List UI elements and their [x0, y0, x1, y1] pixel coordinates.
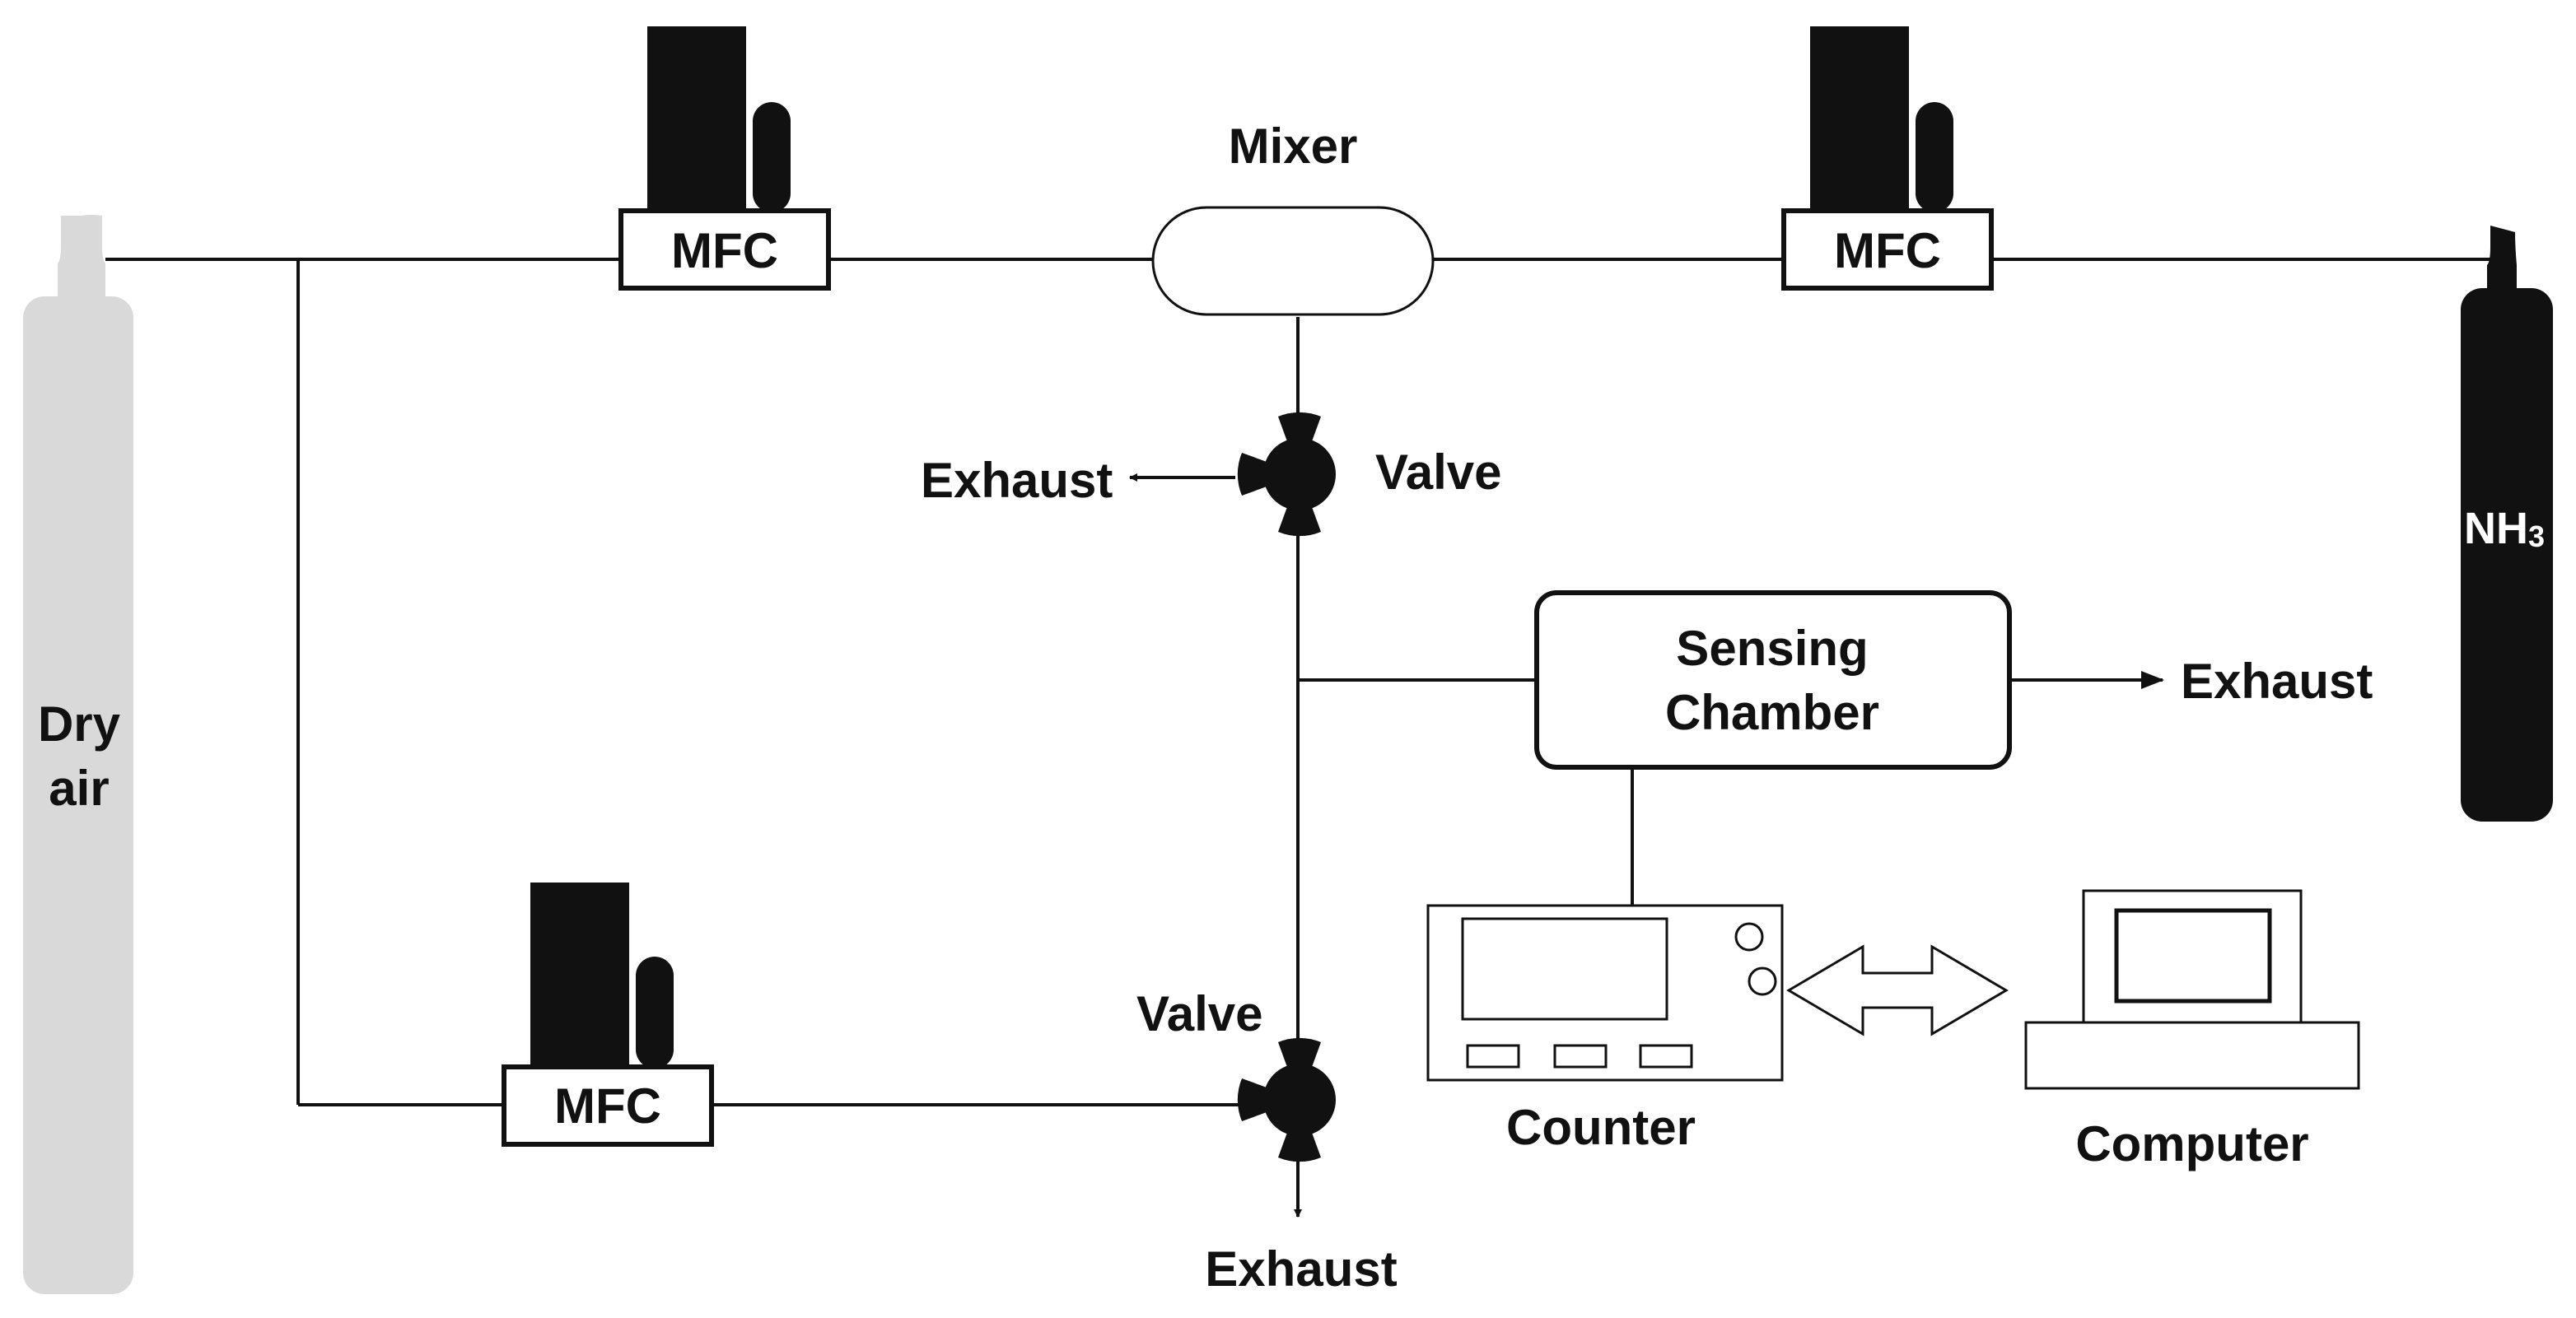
nh3-label-subscript: 3: [2528, 519, 2545, 553]
computer-screen: [2114, 908, 2272, 1004]
nh3-cylinder: NH3: [2461, 226, 2553, 822]
counter-label: Counter: [1506, 1100, 1696, 1155]
nh3-cylinder-body: [2461, 226, 2553, 822]
mfc-top-right-knob: [1916, 102, 1953, 212]
mfc-bottom-body: [530, 883, 629, 1069]
mfc-bottom-label: MFC: [554, 1078, 661, 1134]
mfc-bottom-knob: [636, 957, 674, 1069]
exhaust-label-chamber: Exhaust: [2181, 654, 2373, 709]
mfc-top-right-label: MFC: [1834, 223, 1941, 278]
counter-button-1: [1466, 1044, 1520, 1069]
valve-top-label: Valve: [1375, 445, 1502, 500]
sensing-chamber: Sensing Chamber: [1534, 590, 2012, 770]
nh3-label-main: NH: [2464, 504, 2528, 553]
nh3-label: NH3: [2464, 504, 2545, 553]
mfc-top-right-body: [1810, 26, 1909, 212]
valve-top-symbol: [1237, 412, 1336, 537]
mfc-top-left-box: [618, 208, 831, 291]
dry-air-label-line1: Dry: [38, 696, 121, 752]
double-arrow-icon: [1786, 944, 2009, 1036]
valve-bottom: Valve: [1136, 986, 1336, 1162]
computer-label: Computer: [2075, 1116, 2308, 1171]
mixer: Mixer: [1151, 119, 1435, 316]
mfc-top-left-knob: [753, 102, 791, 212]
sensing-chamber-label-line2: Chamber: [1665, 685, 1879, 740]
counter: Counter: [1426, 904, 1784, 1155]
mixer-body: [1151, 206, 1435, 316]
mfc-top-left: MFC: [618, 26, 831, 291]
counter-knob-bottom: [1748, 966, 1777, 996]
counter-knob-top: [1734, 922, 1764, 952]
mfc-bottom: MFC: [502, 883, 714, 1147]
mixer-label: Mixer: [1229, 119, 1358, 174]
dry-air-cylinder-body: [23, 215, 133, 1294]
valve-top: Valve: [1237, 412, 1502, 537]
pipes: [105, 258, 2492, 1218]
counter-button-3: [1639, 1044, 1693, 1069]
mfc-top-left-body: [647, 26, 746, 212]
valve-bottom-symbol: [1237, 1037, 1336, 1162]
counter-button-2: [1553, 1044, 1608, 1069]
exhaust-label-bottom: Exhaust: [1205, 1241, 1397, 1297]
sensing-chamber-label-line1: Sensing: [1676, 621, 1868, 676]
mfc-top-right: MFC: [1781, 26, 1994, 291]
mfc-top-left-label: MFC: [671, 223, 778, 278]
computer: Computer: [2024, 889, 2360, 1171]
computer-base: [2024, 1021, 2360, 1090]
mfc-top-right-box: [1781, 208, 1994, 291]
mfc-bottom-box: [502, 1064, 714, 1147]
sensing-chamber-box: [1534, 590, 2012, 770]
valve-bottom-label: Valve: [1136, 986, 1263, 1041]
dry-air-cylinder: Dry air: [23, 215, 133, 1294]
dry-air-label-line2: air: [49, 761, 109, 816]
exhaust-label-valve: Exhaust: [921, 453, 1113, 508]
counter-display: [1461, 917, 1668, 1021]
